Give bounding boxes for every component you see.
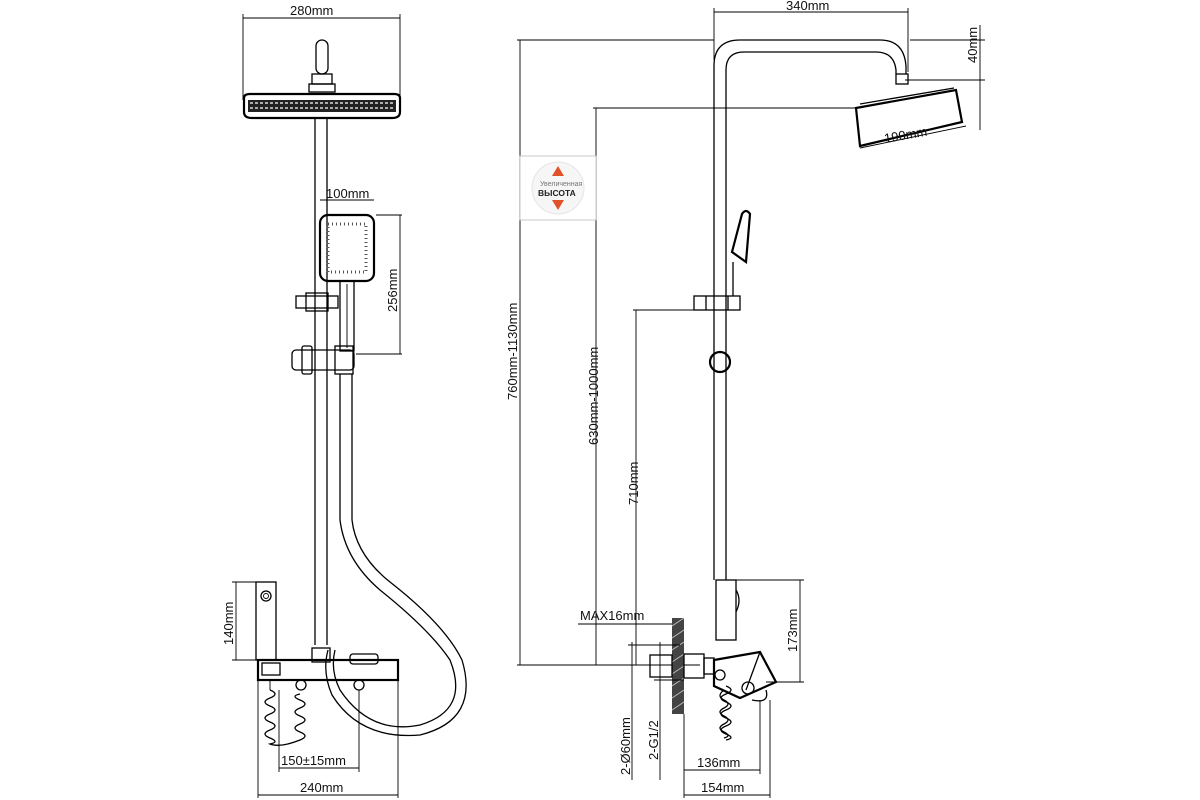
side-view: 340mm 40mm 190mm 760mm-1130mm — [505, 0, 985, 798]
wall-section — [671, 617, 685, 714]
riser-pipe-front — [314, 118, 328, 645]
handshower-side — [730, 209, 752, 296]
dim-bidet-height: 140mm — [221, 581, 258, 661]
depth-1-label: 136mm — [697, 755, 740, 770]
dim-arm-reach: 340mm — [713, 0, 909, 72]
bidet-sprayer-side — [715, 579, 740, 641]
dim-inlet-spacing: 150±15mm — [278, 690, 360, 772]
dim-flange: 2-Ø60mm — [618, 642, 680, 780]
overhead-head-side: 190mm — [854, 73, 967, 149]
riser-pipe-side — [713, 39, 907, 580]
handshower — [318, 213, 376, 352]
bidet-sprayer — [255, 581, 277, 661]
handshower-height-label: 256mm — [385, 269, 400, 312]
handshower-bracket — [291, 345, 355, 520]
dim-depth-1: 136mm — [683, 700, 761, 774]
thread-label: 2-G1/2 — [646, 720, 661, 760]
total-height-label: 760mm-1130mm — [505, 303, 520, 400]
handshower-width-label: 100mm — [326, 186, 369, 201]
depth-2-label: 154mm — [701, 780, 744, 795]
slide-holder-side — [693, 295, 741, 311]
dim-depth-2: 154mm — [683, 700, 771, 798]
bidet-coiled-hose — [264, 689, 306, 746]
dim-overhead-width: 280mm — [242, 3, 401, 100]
dim-max-wall: MAX16mm — [578, 608, 680, 625]
dim-mixer-height: 173mm — [736, 579, 804, 683]
mixer-width-label: 240mm — [300, 780, 343, 795]
bracket-knob-side — [708, 350, 732, 374]
adjustable-height-label: 630mm-1000mm — [586, 347, 601, 445]
dim-adjustable-height: 630mm-1000mm — [586, 107, 860, 665]
head-drop-label: 40mm — [965, 27, 980, 63]
head-diameter-label: 190mm — [883, 124, 928, 146]
arrow-up-icon — [552, 166, 564, 176]
overhead-shower-head — [242, 39, 402, 120]
max-wall-label: MAX16mm — [580, 608, 644, 623]
inlet-spacing-label: 150±15mm — [281, 753, 346, 768]
bidet-height-label: 140mm — [221, 602, 236, 645]
increased-height-badge: Увеличенная ВЫСОТА — [519, 155, 597, 221]
dim-mixer-width: 240mm — [257, 680, 399, 798]
dim-thread: 2-G1/2 — [646, 642, 684, 780]
shower-hose — [325, 519, 467, 737]
thermostatic-mixer-side — [649, 650, 778, 702]
dim-holder-height: 710mm — [626, 309, 694, 665]
thermostatic-mixer-front — [256, 647, 400, 691]
arm-reach-label: 340mm — [786, 0, 829, 13]
mixer-height-label: 173mm — [785, 609, 800, 652]
flange-label: 2-Ø60mm — [618, 717, 633, 775]
overhead-width-label: 280mm — [290, 3, 333, 18]
dim-handshower-width: 100mm — [320, 186, 374, 201]
slide-holder-front — [295, 292, 339, 312]
dim-total-height: 760mm-1130mm — [505, 39, 714, 666]
holder-height-label: 710mm — [626, 462, 641, 505]
arrow-down-icon — [552, 200, 564, 210]
front-view: 280mm 100mm — [221, 3, 467, 798]
bidet-coiled-hose-side — [719, 685, 732, 741]
badge-line2: ВЫСОТА — [538, 188, 576, 198]
dim-handshower-height: 256mm — [356, 214, 402, 355]
badge-line1: Увеличенная — [540, 181, 583, 188]
dim-head-drop: 40mm — [905, 25, 985, 130]
